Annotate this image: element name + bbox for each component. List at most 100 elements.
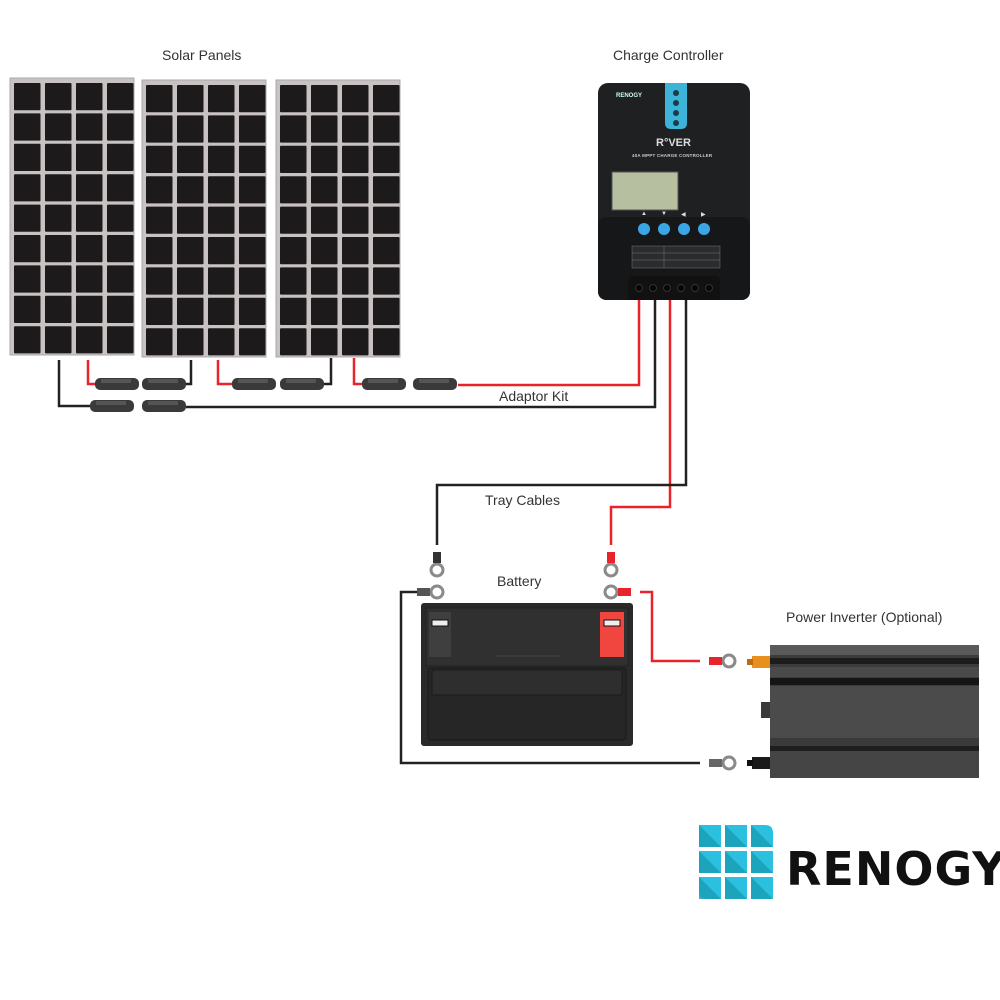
panel3-negative-lead xyxy=(324,358,333,386)
solar-cell xyxy=(239,145,266,173)
solar-cell xyxy=(14,265,41,293)
mc4-connector xyxy=(280,378,324,390)
solar-cell xyxy=(342,328,369,356)
solar-cell xyxy=(373,176,400,204)
solar-cell xyxy=(45,113,72,141)
renogy-logo-mark xyxy=(699,825,773,899)
ring-terminal-tray-positive xyxy=(603,552,619,578)
solar-cell xyxy=(342,176,369,204)
solar-cell xyxy=(76,235,103,263)
tray-cables-label: Tray Cables xyxy=(485,492,560,508)
solar-cell xyxy=(14,326,41,354)
charge-controller xyxy=(598,83,750,300)
adaptor-kit-label: Adaptor Kit xyxy=(499,388,569,404)
solar-cell xyxy=(342,267,369,295)
ring-terminal-inverter-negative xyxy=(417,584,445,600)
solar-cell xyxy=(311,85,338,113)
solar-cell xyxy=(107,235,134,263)
controller-port xyxy=(677,284,685,292)
solar-cell xyxy=(208,85,235,113)
solar-cell xyxy=(45,265,72,293)
solar-cell xyxy=(239,85,266,113)
controller-button[interactable] xyxy=(658,223,670,235)
solar-cell xyxy=(14,235,41,263)
solar-cell xyxy=(177,328,204,356)
solar-cell xyxy=(177,145,204,173)
lcd-screen xyxy=(611,171,679,211)
solar-cell xyxy=(45,326,72,354)
solar-cell xyxy=(311,328,338,356)
inverter-positive-terminal xyxy=(752,656,770,668)
solar-cell xyxy=(208,206,235,234)
panel1-positive-lead xyxy=(86,360,95,386)
controller-button[interactable] xyxy=(678,223,690,235)
solar-cell xyxy=(342,297,369,325)
solar-cell xyxy=(280,176,307,204)
solar-cell xyxy=(280,85,307,113)
mc4-connector xyxy=(232,378,276,390)
solar-cell xyxy=(373,267,400,295)
panel3-positive-lead xyxy=(352,358,362,386)
solar-cell xyxy=(107,295,134,323)
solar-cell xyxy=(107,204,134,232)
solar-cell xyxy=(280,145,307,173)
solar-panel xyxy=(141,79,267,358)
solar-cell xyxy=(14,113,41,141)
ring-terminal-inverter-input-negative xyxy=(709,755,737,771)
solar-cell xyxy=(280,115,307,143)
solar-cell xyxy=(280,206,307,234)
solar-cell xyxy=(342,85,369,113)
ring-terminal-inverter-positive xyxy=(603,584,631,600)
solar-cell xyxy=(280,267,307,295)
power-inverter-label: Power Inverter (Optional) xyxy=(786,609,943,625)
solar-cell xyxy=(177,237,204,265)
controller-brand: RENOGY xyxy=(616,93,643,99)
solar-panel xyxy=(275,79,401,358)
solar-cell xyxy=(373,145,400,173)
solar-cell xyxy=(45,83,72,111)
solar-cell xyxy=(45,174,72,202)
solar-cell xyxy=(208,115,235,143)
solar-cell xyxy=(14,83,41,111)
mc4-connector xyxy=(413,378,457,390)
solar-cell xyxy=(45,204,72,232)
controller-port xyxy=(691,284,699,292)
solar-cell xyxy=(373,237,400,265)
solar-cell xyxy=(239,328,266,356)
mc4-connector xyxy=(95,378,139,390)
solar-cell xyxy=(373,115,400,143)
solar-cell xyxy=(373,206,400,234)
solar-cell xyxy=(311,297,338,325)
controller-port xyxy=(635,284,643,292)
solar-cell xyxy=(208,267,235,295)
solar-cell xyxy=(107,143,134,171)
solar-cell xyxy=(311,237,338,265)
controller-button[interactable] xyxy=(698,223,710,235)
solar-cell xyxy=(146,176,173,204)
solar-cell xyxy=(146,328,173,356)
solar-cell xyxy=(146,297,173,325)
solar-cell xyxy=(208,328,235,356)
solar-cell xyxy=(311,115,338,143)
solar-panel xyxy=(9,77,135,356)
solar-cell xyxy=(45,143,72,171)
solar-cell xyxy=(76,143,103,171)
solar-cell xyxy=(107,113,134,141)
controller-button-glyph: ◀ xyxy=(681,212,686,218)
solar-cell xyxy=(177,115,204,143)
solar-cell xyxy=(311,206,338,234)
solar-cell xyxy=(177,176,204,204)
solar-cell xyxy=(239,115,266,143)
panel1-negative-lead xyxy=(57,360,90,408)
solar-cell xyxy=(177,206,204,234)
solar-cell xyxy=(14,174,41,202)
solar-cell xyxy=(45,295,72,323)
solar-cell xyxy=(373,328,400,356)
solar-cell xyxy=(76,83,103,111)
solar-cell xyxy=(107,265,134,293)
inverter-negative-terminal xyxy=(752,757,770,769)
controller-button[interactable] xyxy=(638,223,650,235)
solar-cell xyxy=(239,297,266,325)
solar-cell xyxy=(107,174,134,202)
solar-cell xyxy=(14,295,41,323)
